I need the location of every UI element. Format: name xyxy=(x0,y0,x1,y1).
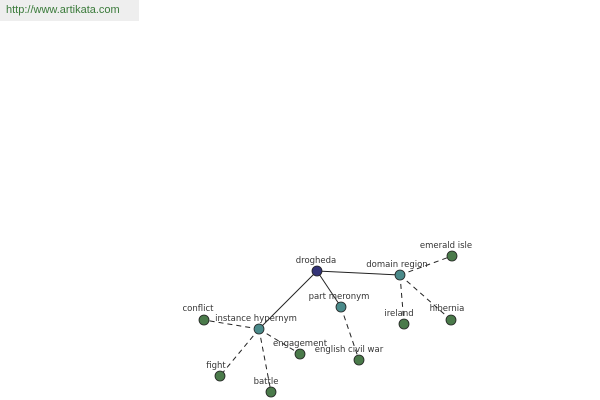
edge-drogheda-instance-hypernym xyxy=(258,270,318,330)
node-english-civil-war[interactable] xyxy=(353,354,365,366)
node-conflict[interactable] xyxy=(198,314,210,326)
edge-domain-region-hibernia xyxy=(399,274,452,321)
node-label-domain-region[interactable]: domain region xyxy=(366,260,427,270)
node-battle[interactable] xyxy=(265,386,277,398)
node-emerald-isle[interactable] xyxy=(446,250,458,262)
node-label-engagement[interactable]: engagement xyxy=(273,339,328,349)
node-domain-region[interactable] xyxy=(394,269,406,281)
node-label-english-civil-war[interactable]: english civil war xyxy=(315,345,384,355)
node-engagement[interactable] xyxy=(294,348,306,360)
label-layer: drogheda domain region part meronym instanc… xyxy=(183,241,473,387)
node-instance-hypernym[interactable] xyxy=(253,323,265,335)
edge-instance-hypernym-engagement xyxy=(258,328,301,355)
edge-instance-hypernym-conflict xyxy=(203,319,260,330)
edge-part-meronym-english-civil-war xyxy=(340,306,360,361)
node-label-ireland[interactable]: ireland xyxy=(384,309,413,319)
node-ireland[interactable] xyxy=(398,318,410,330)
edge-instance-hypernym-battle xyxy=(258,328,272,393)
node-label-battle[interactable]: battle xyxy=(254,377,279,387)
node-hibernia[interactable] xyxy=(445,314,457,326)
node-label-fight[interactable]: fight xyxy=(206,361,226,371)
source-url[interactable]: http://www.artikata.com xyxy=(0,0,139,21)
edge-domain-region-emerald-isle xyxy=(399,255,453,276)
node-label-part-meronym[interactable]: part meronym xyxy=(309,292,370,302)
node-layer xyxy=(198,250,458,398)
node-label-drogheda[interactable]: drogheda xyxy=(296,256,337,266)
edge-instance-hypernym-fight xyxy=(219,328,260,377)
node-fight[interactable] xyxy=(214,370,226,382)
node-label-conflict[interactable]: conflict xyxy=(183,304,215,314)
edge-layer xyxy=(203,255,453,393)
node-label-instance-hypernym[interactable]: instance hypernym xyxy=(215,314,297,324)
node-drogheda[interactable] xyxy=(311,265,323,277)
edge-drogheda-domain-region xyxy=(316,270,401,276)
edge-domain-region-ireland xyxy=(399,274,405,325)
node-label-hibernia[interactable]: hibernia xyxy=(430,304,465,314)
node-part-meronym[interactable] xyxy=(335,301,347,313)
edge-drogheda-part-meronym xyxy=(316,270,342,308)
node-label-emerald-isle[interactable]: emerald isle xyxy=(420,241,472,251)
